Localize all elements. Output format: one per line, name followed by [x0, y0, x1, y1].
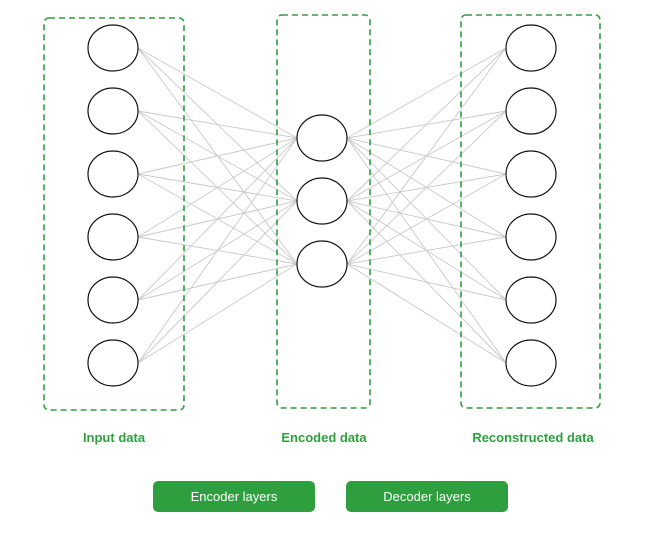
encoder-connection: [137, 200, 298, 364]
encoder-connection: [137, 137, 298, 301]
decoder-connection: [346, 173, 507, 265]
encoded-node: [296, 177, 348, 225]
output-layer-label: Reconstructed data: [472, 430, 594, 445]
input-layer-box: [43, 17, 185, 411]
output-node: [505, 276, 557, 324]
decoder-connection: [346, 47, 507, 265]
encoded-layer-box: [276, 14, 371, 409]
decoder-connection: [346, 47, 507, 202]
encoder-connection: [137, 47, 298, 139]
encoder-connection: [137, 110, 298, 139]
input-node: [87, 150, 139, 198]
connections: [137, 47, 507, 364]
encoder-layers-legend: Encoder layers: [153, 481, 315, 512]
output-node: [505, 24, 557, 72]
input-layer-label: Input data: [82, 430, 146, 445]
output-node: [505, 339, 557, 387]
decoder-layers-legend: Decoder layers: [346, 481, 508, 512]
output-node: [505, 213, 557, 261]
output-layer-box: [460, 14, 601, 409]
encoded-node: [296, 240, 348, 288]
decoder-connection: [346, 263, 507, 364]
encoder-connection: [137, 263, 298, 364]
encoder-connection: [137, 137, 298, 175]
decoder-connection: [346, 236, 507, 265]
decoder-connection: [346, 263, 507, 301]
decoder-connection: [346, 47, 507, 139]
input-node: [87, 276, 139, 324]
encoded-layer-label: Encoded data: [281, 430, 367, 445]
input-node: [87, 24, 139, 72]
input-node: [87, 339, 139, 387]
encoder-connection: [137, 137, 298, 238]
encoded-node: [296, 114, 348, 162]
input-node: [87, 87, 139, 135]
decoder-connection: [346, 110, 507, 265]
output-node: [505, 150, 557, 198]
encoder-connection: [137, 137, 298, 364]
output-node: [505, 87, 557, 135]
nodes: [87, 24, 557, 387]
input-node: [87, 213, 139, 261]
